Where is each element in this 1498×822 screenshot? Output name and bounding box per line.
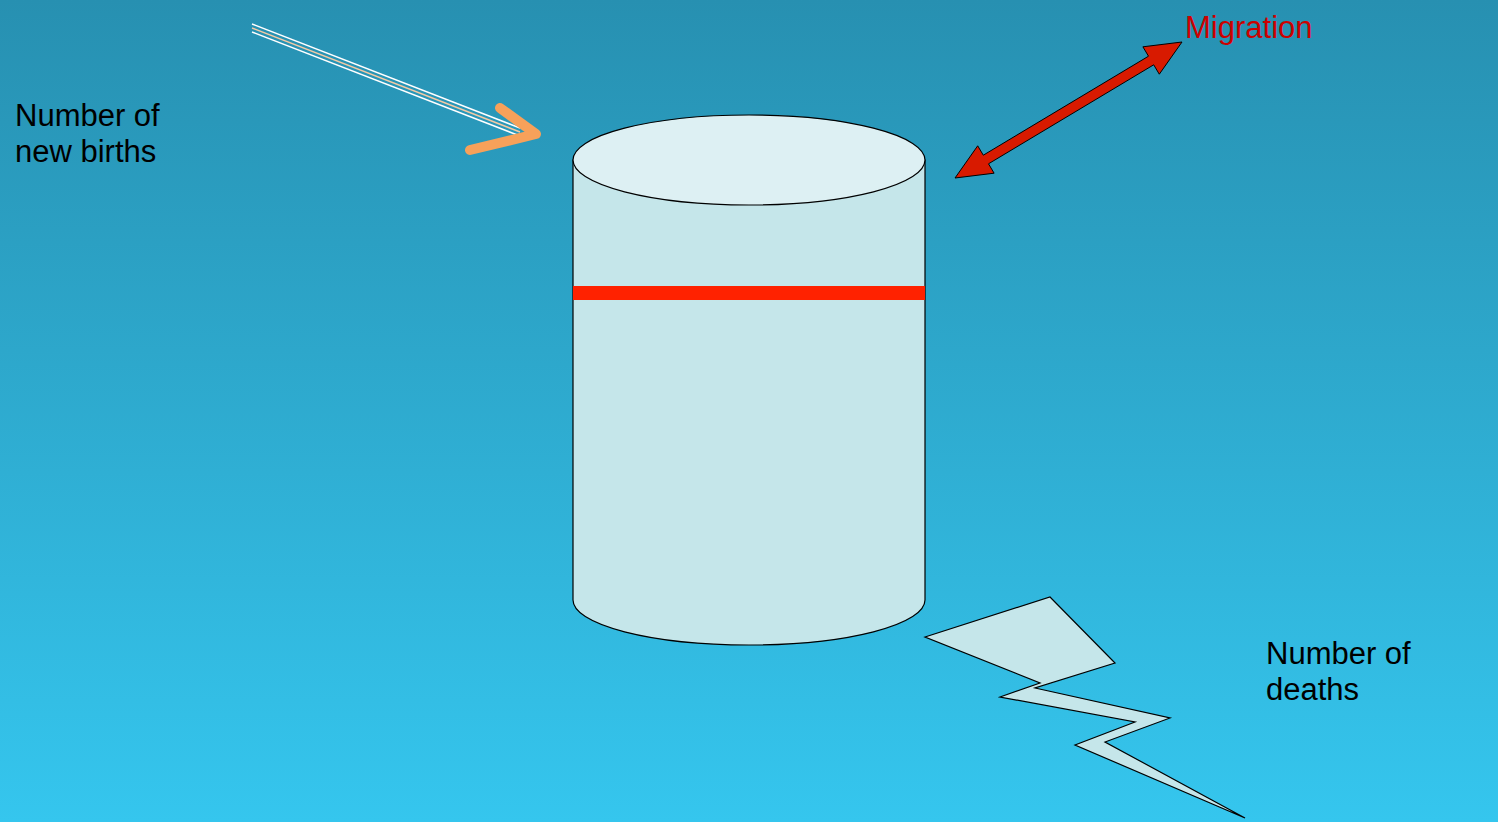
cylinder-body [573,160,925,645]
flow-label: Number of deaths [1266,636,1441,708]
flow-label: Migration [1185,10,1405,46]
arrow-shaft-line [252,28,520,132]
flow-label: Number of new births [15,98,190,170]
population-cylinder [573,115,925,645]
births-arrow [252,24,536,150]
arrow-shaft-line [252,32,520,136]
arrow-head [470,108,536,150]
migration-double-arrow [955,42,1182,178]
deaths-lightning-bolt [925,597,1245,818]
level-line [573,286,925,300]
cylinder-top [573,115,925,205]
arrow-shaft-line [252,24,520,128]
